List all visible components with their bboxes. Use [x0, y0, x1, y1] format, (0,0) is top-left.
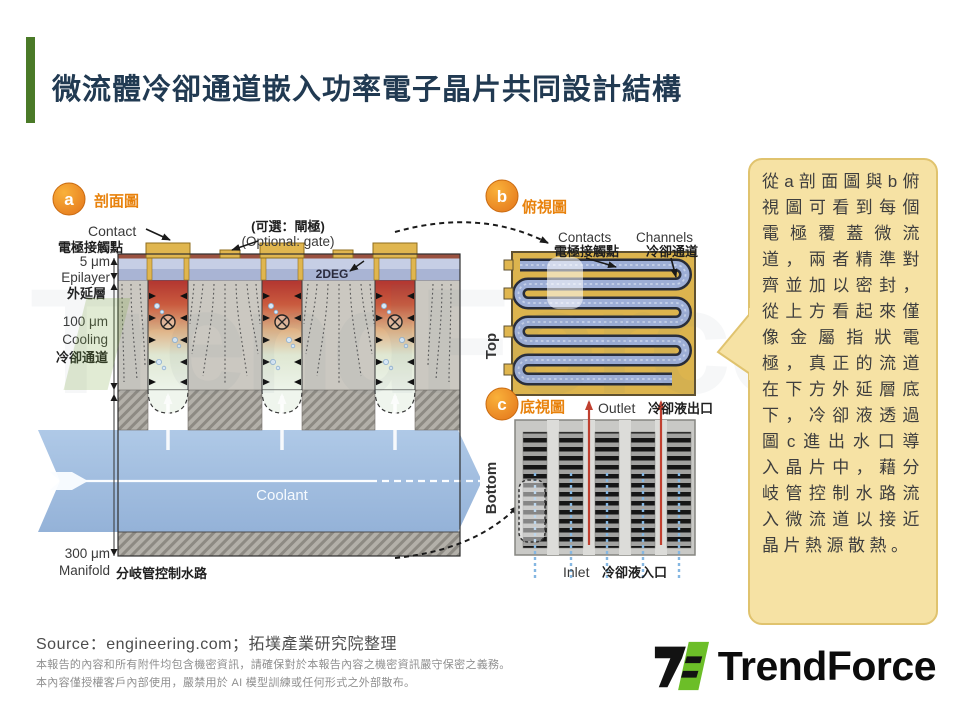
figure-b-top-view: Top Contacts 電極接觸點 Channels 冷卻通道 b 俯視圖	[483, 179, 698, 396]
trendforce-logo-mark	[654, 641, 709, 691]
figure-a-border	[117, 253, 461, 557]
epilayer-label-zh: 外延層	[66, 286, 106, 301]
hatch-zones	[117, 389, 461, 431]
coolant-label: Coolant	[256, 487, 309, 504]
figure-c-label: 底視圖	[520, 398, 565, 416]
trendforce-logo: TrendForce	[652, 638, 937, 694]
contact-tabs	[503, 259, 514, 376]
source-line: Source：engineering.com；拓墣產業研究院整理	[36, 636, 397, 653]
cooling-label-en: Cooling	[62, 332, 108, 347]
contact-label-zh: 電極接觸點	[58, 240, 123, 255]
channels-label-en: Channels	[636, 230, 693, 245]
diagram-canvas: Coolant	[30, 150, 740, 628]
alignment-highlight	[547, 257, 583, 309]
cooling-label-zh: 冷卻通道	[56, 350, 108, 365]
gate-pointer-arrow	[231, 240, 259, 251]
figure-a-cross-section: Coolant	[38, 182, 491, 581]
channels-pointer-arrow	[670, 257, 678, 278]
svg-text:a: a	[64, 190, 74, 209]
disclaimer-line-1: 本報告的內容和所有附件均包含機密資訊，請確保對於本報告內容之機密資訊嚴守保密之義…	[36, 659, 511, 671]
dimension-arrows	[110, 258, 118, 556]
title-accent-bar	[26, 37, 35, 123]
outlet-flow-arrows	[585, 400, 665, 545]
callout-tail	[716, 308, 754, 380]
bottom-substrate-strip	[117, 531, 461, 557]
contact-pointer-arrow	[145, 228, 171, 241]
channels-label-zh: 冷卻通道	[646, 244, 698, 259]
contact-label-en: Contact	[88, 223, 136, 239]
cooling-size-label: 100 μm	[63, 314, 108, 329]
figure-c-bottom-view: Bottom Outlet 冷卻液出口 Inlet 冷卻液入口 c 底視圖	[483, 387, 713, 580]
twodeg-label: 2DEG	[316, 267, 349, 281]
manifold-size-label: 300 μm	[65, 546, 110, 561]
annotation-callout: 從a剖面圖與b俯視圖可看到每個電極覆蓋微流道，兩者精準對齊並加以密封，從上方看起…	[716, 158, 938, 625]
disclaimer-line-2: 本內容僅授權客戶內部使用，嚴禁用於 AI 模型訓練或任何形式之外部散布。	[36, 677, 416, 689]
arrow-a-to-b	[394, 221, 549, 244]
coolant-flow-arrow	[50, 472, 491, 490]
callout-text: 從a剖面圖與b俯視圖可看到每個電極覆蓋微流道，兩者精準對齊並加以密封，從上方看起…	[762, 172, 924, 555]
manifold-label-en: Manifold	[59, 563, 110, 578]
arrow-a-to-c	[394, 505, 519, 559]
figure-b-badge: b	[485, 179, 519, 213]
inlet-label-zh: 冷卻液入口	[602, 565, 667, 580]
bottom-side-label: Bottom	[483, 462, 500, 515]
svg-text:b: b	[497, 187, 507, 206]
page-title: 微流體冷卻通道嵌入功率電子晶片共同設計結構	[52, 74, 683, 106]
trendforce-logo-text: TrendForce	[717, 642, 937, 689]
contacts-label-en: Contacts	[558, 230, 612, 245]
outlet-label-zh: 冷卻液出口	[648, 401, 713, 416]
figure-c-badge: c	[485, 387, 519, 421]
outlet-label-en: Outlet	[598, 400, 635, 416]
gate-label-en: (Optional: gate)	[241, 234, 334, 249]
top-side-label: Top	[483, 333, 500, 359]
epilayer-size-label: 5 μm	[80, 254, 110, 269]
twodeg-pointer-arrow	[349, 260, 365, 272]
svg-text:c: c	[497, 395, 506, 414]
figure-a-badge: a	[52, 182, 86, 216]
serpentine-channel	[512, 258, 692, 386]
gate-label-zh: (可選：閘極)	[251, 219, 325, 234]
epilayer-label-en: Epilayer	[61, 270, 110, 285]
technical-diagram: Coolant	[38, 179, 713, 581]
inlet-label-en: Inlet	[563, 564, 590, 580]
inlet-highlight	[518, 479, 546, 543]
figure-b-label: 俯視圖	[522, 198, 567, 216]
contacts-pointer-arrow	[585, 257, 617, 269]
figure-a-label: 剖面圖	[94, 192, 139, 210]
gold-vias	[146, 257, 417, 281]
contacts-label-zh: 電極接觸點	[554, 244, 619, 259]
manifold-label-zh: 分岐管控制水路	[116, 566, 208, 581]
